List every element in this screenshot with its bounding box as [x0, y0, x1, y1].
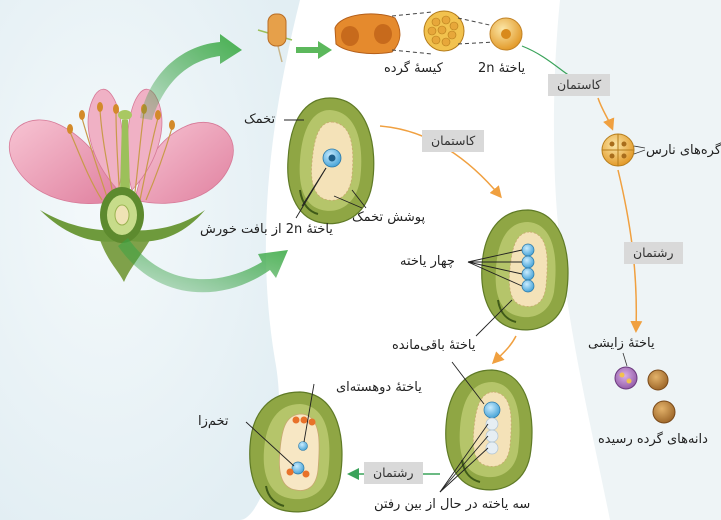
label-diploid-cell: یاختهٔ دوهسته‌ای — [336, 380, 422, 396]
ovule-2 — [482, 210, 568, 330]
label-egg: تخم‌زا — [198, 414, 229, 430]
process-mitosis-right: رشتمان — [624, 242, 683, 264]
pollen-sac-image — [335, 11, 522, 54]
label-integument: پوشش تخمک — [352, 210, 425, 226]
process-mitosis-bottom: رشتمان — [364, 462, 423, 484]
process-meiosis-middle: کاستمان — [422, 130, 484, 152]
label-immature-pollen: گره‌های نارس — [646, 143, 721, 159]
arrow-anther-to-sac — [296, 41, 332, 59]
process-meiosis-top: کاستمان — [548, 74, 610, 96]
label-four-cells: چهار یاخته — [400, 254, 455, 270]
label-pollen-sac: کیسهٔ گرده — [384, 61, 443, 77]
ovule-1 — [288, 98, 374, 224]
ovule-3 — [446, 370, 532, 490]
label-cell-2n-tissue: یاختهٔ 2n از بافت خورش — [200, 222, 333, 238]
label-dying-cells: سه یاخته در حال از بین رفتن — [374, 497, 530, 513]
label-ovule: تخمک — [244, 112, 275, 128]
ovule-4 — [250, 392, 342, 512]
label-cell-2n-top: یاختهٔ 2n — [478, 61, 525, 77]
label-mature-pollen: دانه‌های گرده رسیده — [598, 432, 708, 448]
label-generative-cell: یاختهٔ زایشی — [588, 336, 655, 352]
label-remaining-cell: یاختهٔ باقی‌مانده — [392, 338, 475, 354]
arrow-ovule2-to-ovule3 — [494, 336, 516, 362]
